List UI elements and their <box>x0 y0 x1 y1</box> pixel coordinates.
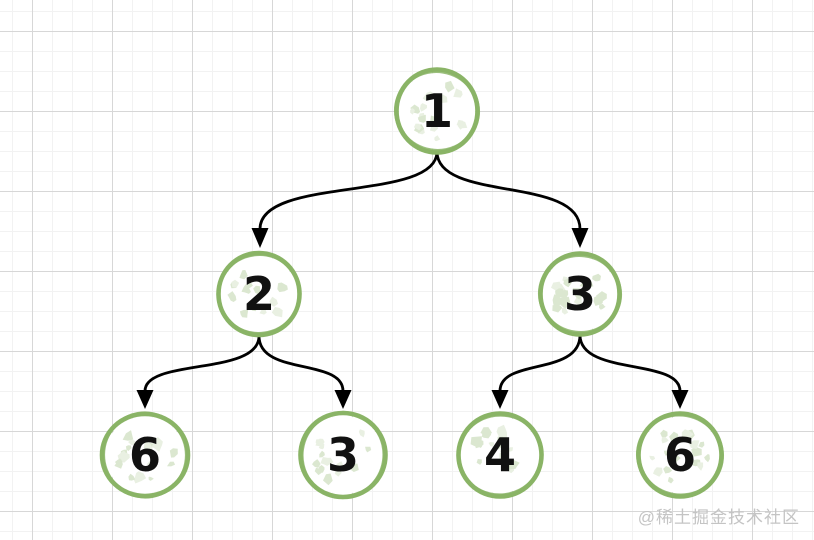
tree-node-leaf-3: 4 <box>456 411 544 499</box>
arrowhead-icon <box>491 390 509 409</box>
speckle-texture <box>227 270 288 318</box>
speckle-texture <box>470 424 520 474</box>
node-value: 6 <box>664 428 696 482</box>
tree-node-root: 1 <box>393 67 481 155</box>
edge-left-to-leftright <box>257 334 352 409</box>
arrowhead-icon <box>671 390 689 409</box>
arrowhead-icon <box>334 390 352 409</box>
watermark: @稀土掘金技术社区 <box>637 508 800 527</box>
tree-node-right: 3 <box>537 251 623 337</box>
node-value: 3 <box>564 267 596 321</box>
edge-right-to-rightleft <box>491 333 582 409</box>
arrowhead-icon <box>136 390 154 409</box>
tree-edges <box>136 150 689 409</box>
node-value: 2 <box>243 267 275 321</box>
tree-nodes: 1 2 3 6 <box>99 67 725 500</box>
speckle-texture <box>551 273 607 315</box>
speckle-texture <box>410 80 468 142</box>
node-value: 3 <box>327 428 359 482</box>
edge-root-to-left <box>251 150 439 248</box>
arrowhead-icon <box>251 228 269 248</box>
tree-node-leaf-4: 6 <box>635 411 725 499</box>
speckle-texture <box>312 429 372 486</box>
tree-node-leaf-1: 6 <box>99 411 191 499</box>
tree-node-left: 2 <box>216 250 302 338</box>
speckle-texture <box>649 429 710 484</box>
tree-node-leaf-2: 3 <box>298 410 388 500</box>
arrowhead-icon <box>571 228 589 248</box>
edge-left-to-leftleft <box>136 334 261 409</box>
node-value: 4 <box>484 428 516 482</box>
edge-root-to-right <box>435 150 589 248</box>
speckle-texture <box>114 430 178 484</box>
node-value: 1 <box>421 84 453 138</box>
node-value: 6 <box>129 428 161 482</box>
edge-right-to-rightright <box>578 333 689 409</box>
